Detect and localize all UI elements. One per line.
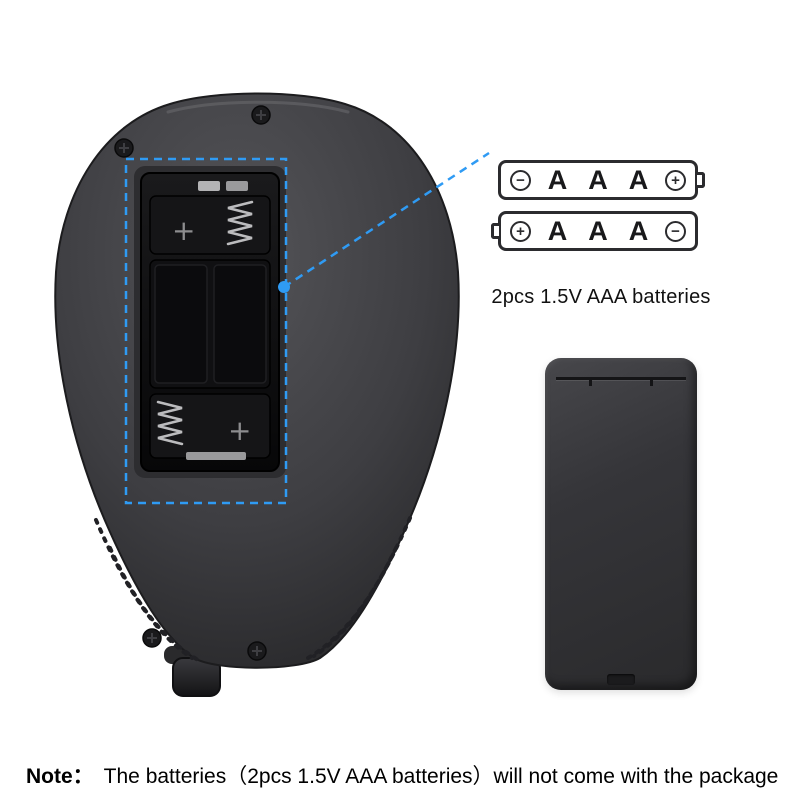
battery-letter: A	[547, 164, 568, 195]
grip-texture-left	[94, 518, 200, 662]
device-top-highlight	[166, 100, 350, 114]
battery-diagram-row-2: + A A A −	[491, 211, 698, 251]
spring-icon	[156, 400, 184, 446]
screw-icon	[251, 105, 271, 125]
battery-letter: A	[628, 215, 649, 246]
battery-terminal-minus: −	[510, 169, 531, 191]
battery-size-letters: A A A	[548, 216, 649, 247]
battery-size-letters: A A A	[548, 165, 649, 196]
battery-letter: A	[628, 164, 649, 195]
cover-groove-tick	[589, 377, 592, 386]
cover-groove	[556, 377, 686, 380]
battery-contact	[226, 181, 248, 191]
battery-terminal-nub	[697, 172, 705, 188]
battery-cover	[545, 358, 697, 690]
note-body: The batteries（2pcs 1.5V AAA batteries）wi…	[103, 765, 779, 788]
battery-diagram-row-1: − A A A +	[498, 160, 705, 200]
battery-contact-bar	[186, 452, 246, 460]
battery-terminal-minus: −	[665, 220, 686, 242]
battery-slot-middle-right	[213, 264, 267, 384]
battery-letter: A	[588, 164, 608, 195]
polarity-plus-bottom: +	[228, 414, 251, 447]
battery-terminal-plus: +	[510, 220, 531, 242]
battery-letter: A	[588, 215, 608, 246]
battery-letter: A	[547, 215, 568, 246]
battery-slot-middle-left	[154, 264, 208, 384]
battery-terminal-plus: +	[665, 169, 686, 191]
battery-diagram-caption: 2pcs 1.5V AAA batteries	[491, 286, 711, 308]
screw-icon	[114, 138, 134, 158]
screw-icon	[247, 641, 267, 661]
screw-icon	[142, 628, 162, 648]
note-label: Note：	[26, 765, 94, 788]
battery-terminal-nub	[491, 223, 499, 239]
polarity-plus-top: +	[172, 214, 195, 247]
battery-contact	[198, 181, 220, 191]
grip-texture-right	[306, 516, 412, 660]
cover-groove-tick	[650, 377, 653, 386]
cover-clip-notch	[607, 674, 635, 685]
spring-icon	[226, 200, 254, 246]
callout-dot	[278, 281, 290, 293]
note-text: Note： The batteries（2pcs 1.5V AAA batteri…	[26, 760, 786, 790]
